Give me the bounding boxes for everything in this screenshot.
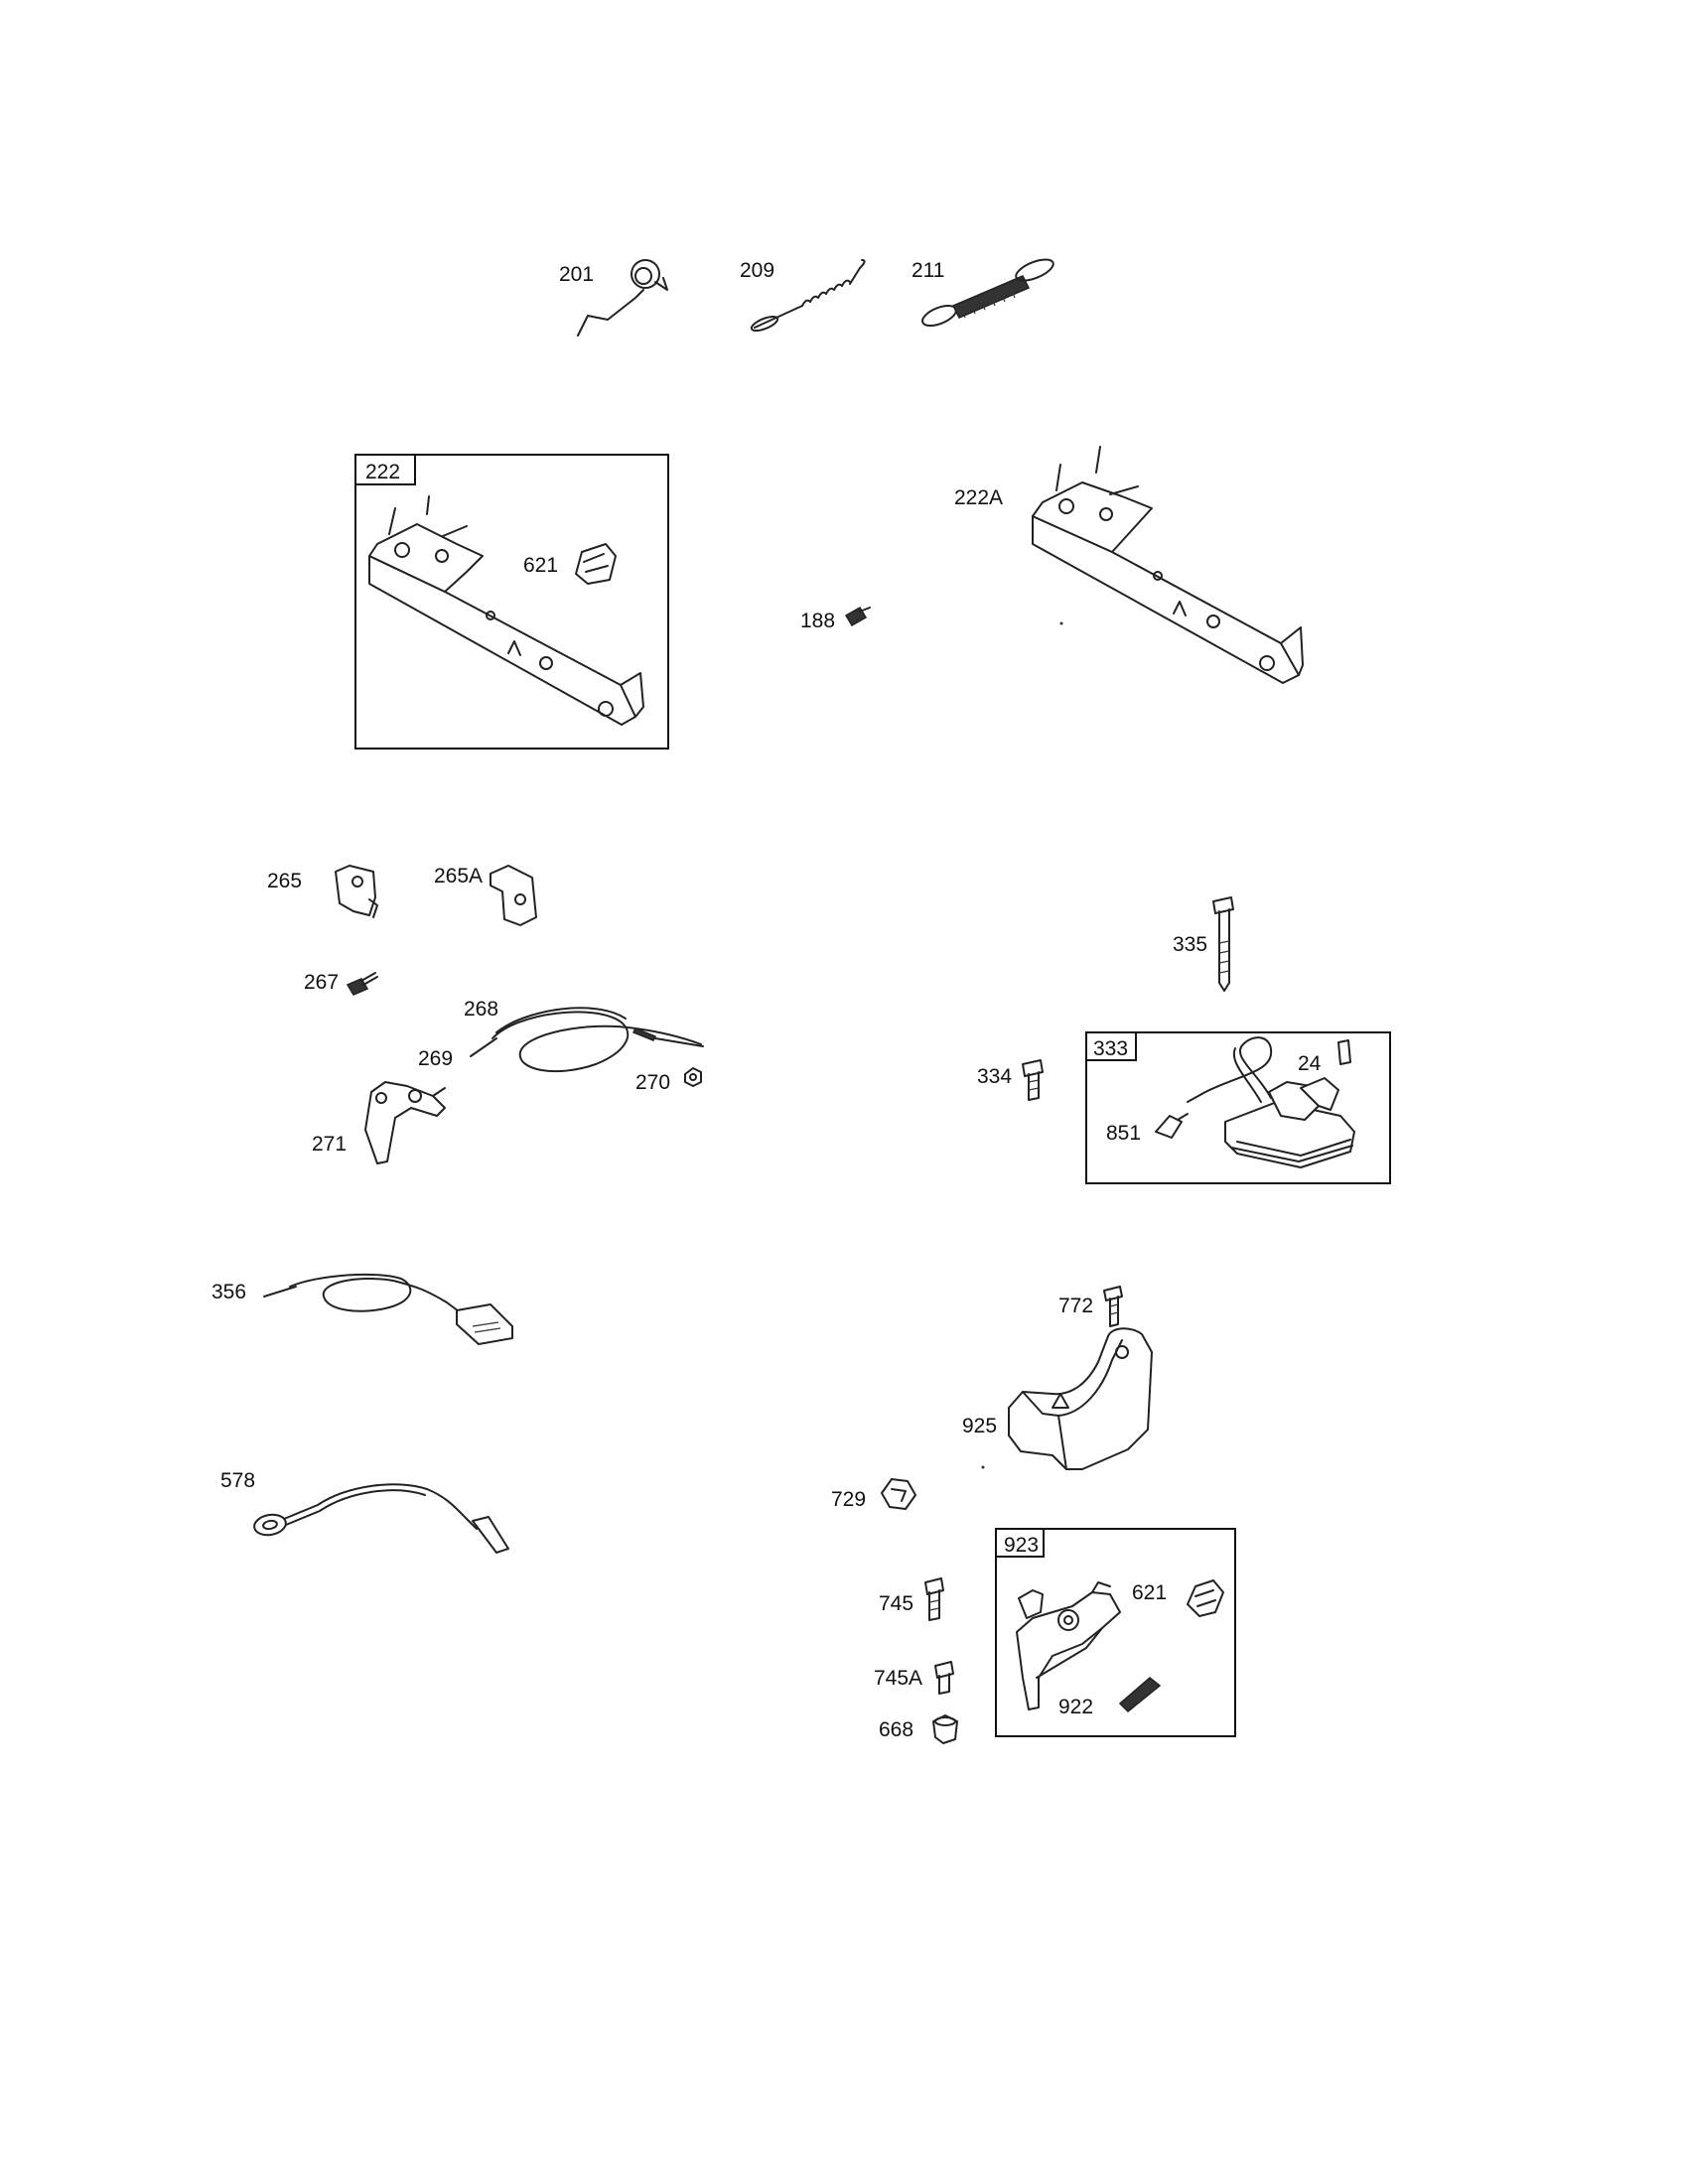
part-729-clip: 729 xyxy=(831,1478,916,1511)
part-772-screw: 772 xyxy=(1058,1286,1123,1327)
part-265A-bracket: 265A xyxy=(434,865,537,926)
callout-222A: 222A xyxy=(954,486,1003,509)
callout-745A: 745A xyxy=(874,1667,922,1690)
part-209-governor-spring: 209 xyxy=(740,259,866,332)
callout-668: 668 xyxy=(879,1718,913,1741)
callout-269: 269 xyxy=(418,1047,453,1070)
callout-201: 201 xyxy=(559,263,594,286)
part-271-lever: 271 xyxy=(312,1081,446,1164)
callout-188: 188 xyxy=(800,610,835,632)
callout-772: 772 xyxy=(1058,1295,1093,1317)
part-270-nut: 270 xyxy=(635,1067,702,1094)
part-745A-screw: 745A xyxy=(874,1661,954,1695)
callout-222: 222 xyxy=(365,461,400,483)
callout-209: 209 xyxy=(740,259,774,282)
callout-621-a: 621 xyxy=(523,554,558,577)
callout-621-b: 621 xyxy=(1132,1581,1167,1604)
callout-851: 851 xyxy=(1106,1122,1141,1145)
part-267-screw: 267 xyxy=(304,971,378,996)
kit-333-ignition-armature: 333 24 851 xyxy=(1085,1031,1391,1184)
callout-24: 24 xyxy=(1298,1052,1322,1075)
callout-745: 745 xyxy=(879,1592,913,1615)
callout-334: 334 xyxy=(977,1065,1012,1088)
callout-925: 925 xyxy=(962,1415,997,1437)
part-188-screw: 188 xyxy=(800,606,871,632)
callout-267: 267 xyxy=(304,971,339,994)
part-925-cover: 925 xyxy=(962,1327,1153,1470)
callout-265: 265 xyxy=(267,870,302,892)
callout-922: 922 xyxy=(1058,1696,1093,1718)
part-211-governor-spring: 211 xyxy=(912,258,1054,328)
part-268-choke-cable: 268 269 xyxy=(418,998,704,1073)
callout-265A: 265A xyxy=(434,865,483,887)
callout-729: 729 xyxy=(831,1488,866,1511)
callout-268: 268 xyxy=(464,998,498,1021)
callout-333: 333 xyxy=(1093,1037,1128,1060)
callout-270: 270 xyxy=(635,1071,670,1094)
part-578-ground-wire: 578 xyxy=(220,1469,509,1554)
callout-578: 578 xyxy=(220,1469,255,1492)
part-334-screw: 334 xyxy=(977,1059,1044,1101)
part-265-bracket: 265 xyxy=(267,865,378,918)
callout-335: 335 xyxy=(1173,933,1207,956)
part-222A-control-bracket: 222A xyxy=(954,446,1304,684)
part-335-bolt: 335 xyxy=(1173,896,1234,992)
callout-271: 271 xyxy=(312,1133,347,1156)
kit-923-governor-lever: 923 621 922 xyxy=(995,1528,1236,1737)
part-745-screw: 745 xyxy=(879,1577,944,1621)
part-356-ground-wire: 356 xyxy=(211,1273,513,1345)
kit-222-control-bracket: 222 621 xyxy=(354,454,669,750)
callout-356: 356 xyxy=(211,1281,246,1303)
part-668-bushing: 668 xyxy=(879,1714,958,1744)
callout-923: 923 xyxy=(1004,1534,1039,1557)
part-201-governor-link: 201 xyxy=(559,259,668,337)
callout-211: 211 xyxy=(912,259,944,282)
